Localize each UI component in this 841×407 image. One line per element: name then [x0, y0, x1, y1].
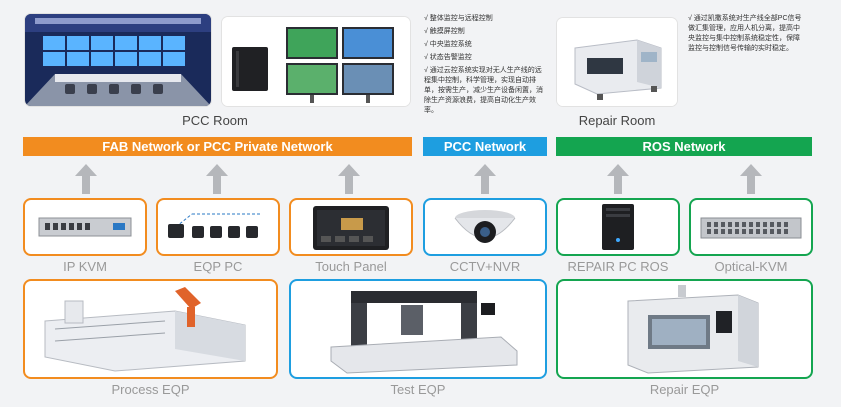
device-label: EQP PC: [193, 259, 243, 274]
pcc-note-item: √ 中央监控系统: [424, 41, 472, 48]
pcc-note-item: √ 通过云控系统实现对无人生产线的远程集中控制，科学管理，实现自动排单，按需生产…: [424, 67, 543, 114]
pcc-room-caption: PCC Room: [182, 113, 248, 128]
device-label: CCTV+NVR: [449, 259, 521, 274]
up-arrow-icon: [740, 164, 762, 194]
repair-room-caption: Repair Room: [578, 113, 656, 128]
pcc-note-item: √ 状态告警监控: [424, 54, 472, 61]
repair-eqp-box: [556, 279, 813, 379]
test-eqp-box: [289, 279, 547, 379]
equipment-label: Test EQP: [390, 382, 446, 397]
up-arrow-icon: [474, 164, 496, 194]
optical-kvm-box: [689, 198, 813, 256]
fab-network-bar: FAB Network or PCC Private Network: [23, 137, 412, 156]
up-arrow-icon: [206, 164, 228, 194]
up-arrow-icon: [338, 164, 360, 194]
equipment-label: Process EQP: [111, 382, 190, 397]
up-arrow-icon: [75, 164, 97, 194]
cctv-nvr-box: [423, 198, 547, 256]
pcc-room-photo: [25, 14, 211, 106]
pcc-note-item: √ 整体监控与远程控制: [424, 15, 493, 22]
ip-kvm-box: [23, 198, 147, 256]
device-label: Optical-KVM: [714, 259, 788, 274]
up-arrow-icon: [607, 164, 629, 194]
repair-room-photo: [557, 18, 677, 106]
process-eqp-box: [23, 279, 278, 379]
ros-network-bar: ROS Network: [556, 137, 812, 156]
repair-pc-ros-box: [556, 198, 680, 256]
touch-panel-box: [289, 198, 413, 256]
device-label: Touch Panel: [315, 259, 387, 274]
pcc-workstation-photo: [222, 17, 410, 106]
device-label: IP KVM: [63, 259, 107, 274]
eqp-pc-box: [156, 198, 280, 256]
device-label: REPAIR PC ROS: [567, 259, 669, 274]
equipment-label: Repair EQP: [649, 382, 720, 397]
pcc-notes: √ 整体监控与远程控制 √ 触摸屏控制 √ 中央监控系统 √ 状态告警监控 √ …: [424, 14, 546, 119]
pcc-network-bar: PCC Network: [423, 137, 547, 156]
repair-note: √ 通过凯撒系统对生产线全部PC信号做汇集管理，应用人机分离，提高中央监控与集中…: [688, 15, 802, 52]
pcc-note-item: √ 触摸屏控制: [424, 28, 465, 35]
